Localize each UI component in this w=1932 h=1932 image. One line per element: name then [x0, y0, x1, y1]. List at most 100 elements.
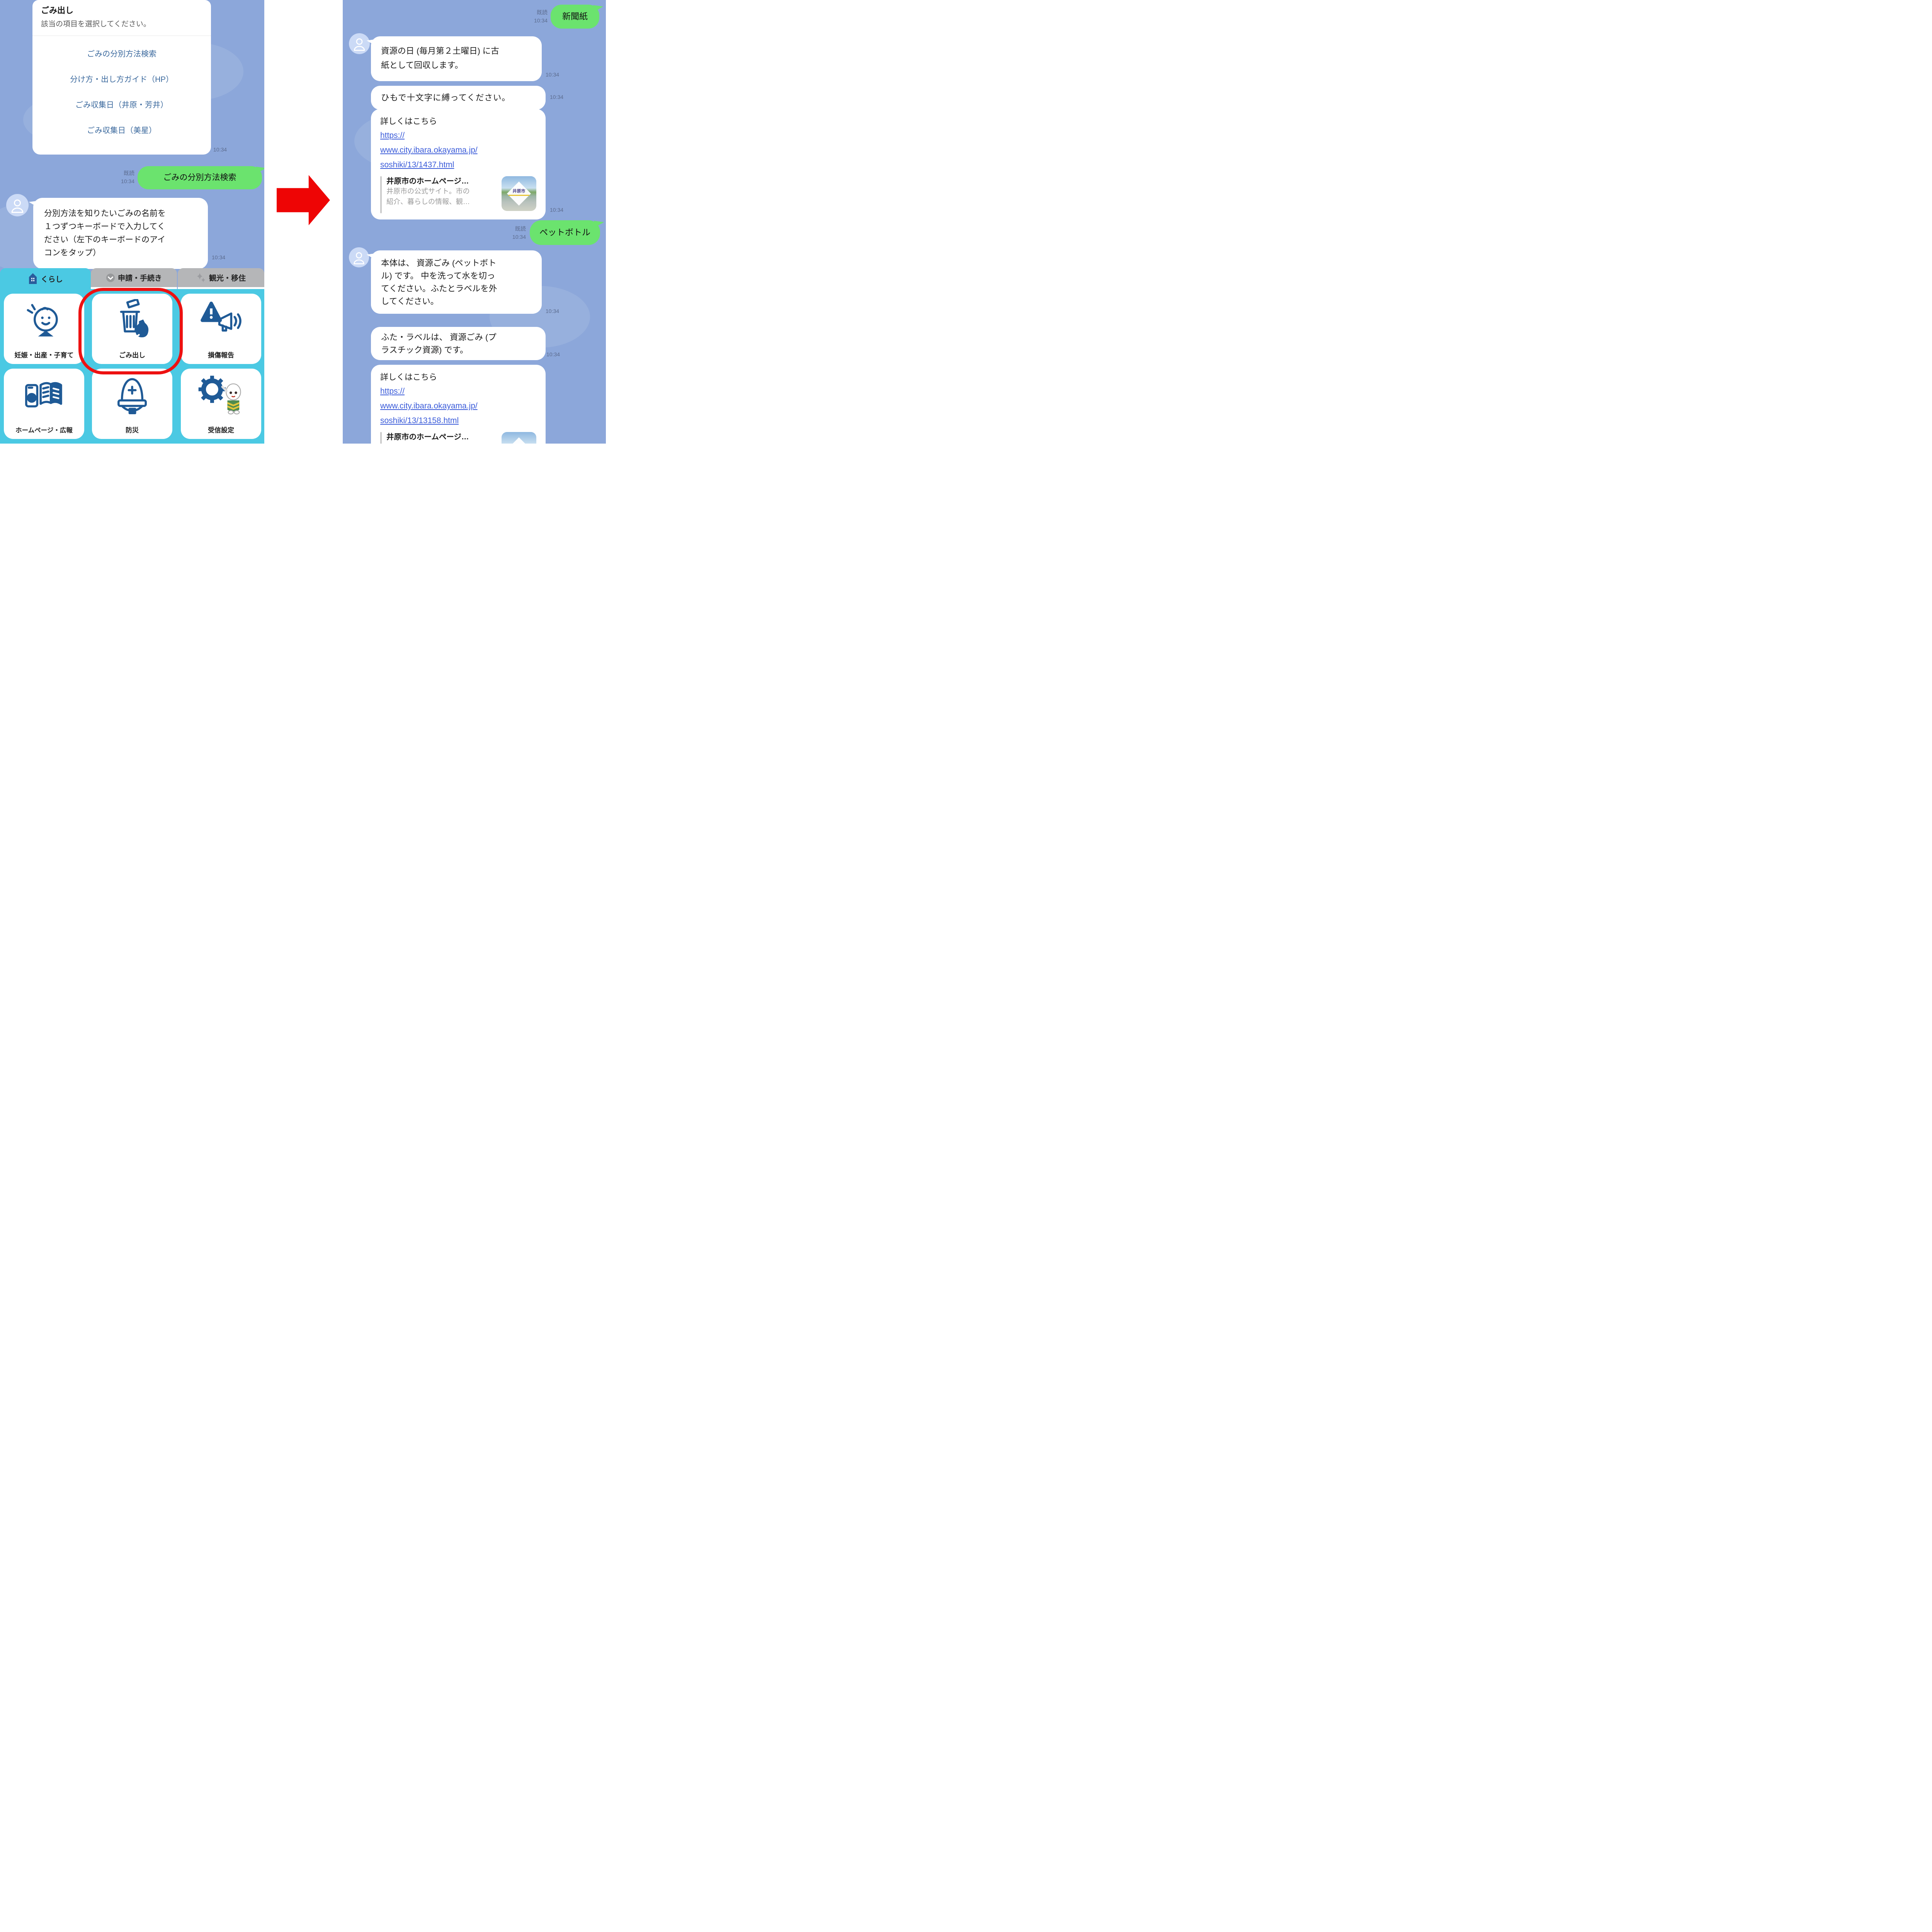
timestamp: 10:34: [550, 207, 564, 213]
thumbnail-text: 井原市: [512, 189, 526, 194]
menu-bubble-links: ごみの分別方法検索 分け方・出し方ガイド（HP） ごみ収集日（井原・芳井） ごみ…: [41, 41, 202, 143]
thumbnail-accent: [509, 195, 529, 196]
bubble-tail: [29, 201, 40, 210]
timestamp: 10:34: [121, 178, 134, 184]
baby-face-icon: [4, 299, 84, 342]
url-line[interactable]: https://: [380, 131, 405, 140]
menu-button-damage-report[interactable]: 損傷報告: [181, 294, 261, 364]
message-link[interactable]: https:// www.city.ibara.okayama.jp/ sosh…: [380, 384, 536, 428]
bot-link-bubble: 詳しくはこちら https:// www.city.ibara.okayama.…: [371, 365, 546, 444]
bubble-tail: [366, 39, 378, 48]
user-message-text: ごみの分別方法検索: [163, 173, 236, 182]
bot-message-bubble: ふた・ラベルは、 資源ごみ (プ ラスチック資源) です。: [371, 327, 546, 360]
url-line[interactable]: www.city.ibara.okayama.jp/: [380, 146, 478, 155]
menu-button-label: 受信設定: [208, 427, 234, 434]
house-icon: [29, 273, 37, 284]
timestamp: 10:34: [212, 254, 226, 260]
bot-link-bubble: 詳しくはこちら https:// www.city.ibara.okayama.…: [371, 109, 546, 219]
read-receipt: 既読 10:34: [494, 225, 526, 241]
link-intro-text: 詳しくはこちら: [380, 117, 437, 126]
url-line[interactable]: https://: [380, 387, 405, 396]
menu-button-label: 妊娠・出産・子育て: [14, 352, 74, 359]
gear-and-mascot-icon: [181, 374, 261, 417]
menu-button-gomidashi[interactable]: ごみ出し: [92, 294, 172, 364]
preview-bar: [380, 176, 382, 213]
timestamp: 10:34: [550, 94, 564, 100]
url-line[interactable]: soshiki/13/1437.html: [380, 160, 454, 169]
menu-button-jushin-settei[interactable]: 受信設定: [181, 369, 261, 439]
bot-message-line: してください。: [381, 297, 439, 306]
link-preview-thumbnail: 井原市: [502, 432, 536, 444]
safety-helmet-icon: [92, 374, 172, 417]
user-message-text: 新聞紙: [562, 12, 588, 21]
menu-button-pregnancy-childcare[interactable]: 妊娠・出産・子育て: [4, 294, 84, 364]
menu-button-homepage-koho[interactable]: ホームページ・広報: [4, 369, 84, 439]
person-icon: [354, 38, 365, 51]
person-icon: [354, 252, 364, 264]
read-label: 既読: [515, 226, 526, 232]
sparkles-icon: [197, 272, 205, 282]
tab-kanko-iju[interactable]: 観光・移住: [178, 268, 264, 289]
red-arrow-icon: [277, 175, 330, 225]
menu-bubble: ごみ出し 該当の項目を選択してください。 ごみの分別方法検索 分け方・出し方ガイ…: [32, 0, 211, 155]
tab-label: くらし: [41, 275, 63, 284]
timestamp: 10:34: [512, 234, 526, 240]
right-chat-panel: 既読 10:34 新聞紙 資源の日 (毎月第２土曜日) に古 紙として回収します…: [343, 0, 606, 444]
bot-message-line: コンをタップ）: [44, 248, 101, 257]
menu-button-label: 防災: [126, 427, 139, 434]
menu-button-label: 損傷報告: [208, 352, 234, 359]
user-message-bubble: ごみの分別方法検索: [138, 166, 264, 189]
menu-link-waste-separation-search[interactable]: ごみの分別方法検索: [87, 50, 156, 58]
menu-bubble-title: ごみ出し: [41, 6, 73, 15]
thumbnail-diamond: [507, 437, 531, 444]
preview-bar: [380, 432, 382, 444]
link-preview-title: 井原市のホームページ…: [386, 177, 469, 185]
bot-message-bubble: 資源の日 (毎月第２土曜日) に古 紙として回収します。: [366, 36, 542, 81]
highlight-ring: [78, 288, 183, 374]
bot-message-line: ル) です。 中を洗って水を切っ: [381, 271, 495, 281]
read-label: 既読: [124, 170, 134, 176]
user-message-text: ペットボトル: [539, 228, 590, 237]
message-link[interactable]: https:// www.city.ibara.okayama.jp/ sosh…: [380, 128, 536, 172]
menu-link-collection-day-ibara-yoshii[interactable]: ごみ収集日（井原・芳井）: [75, 101, 168, 109]
read-label: 既読: [537, 9, 548, 15]
link-preview-description: 井原市の公式サイト。市の: [386, 187, 470, 195]
tab-kurashi[interactable]: くらし: [0, 268, 91, 289]
tab-label: 申請・手続き: [117, 274, 162, 282]
person-icon: [11, 199, 24, 213]
link-preview-thumbnail: 井原市: [502, 176, 536, 211]
menu-button-label: ごみ出し: [119, 352, 145, 359]
menu-link-collection-day-bisei[interactable]: ごみ収集日（美星）: [87, 126, 156, 135]
link-preview[interactable]: 井原市のホームページ… 井原市: [380, 432, 536, 444]
bot-message-line: １つずつキーボードで入力してく: [44, 222, 165, 231]
menu-link-sorting-guide[interactable]: 分け方・出し方ガイド（HP）: [70, 75, 173, 84]
tab-label: 観光・移住: [209, 274, 246, 282]
link-preview-title: 井原市のホームページ…: [386, 433, 469, 441]
bot-message-line: ふた・ラベルは、 資源ごみ (プ: [381, 333, 497, 342]
bot-message-line: 紙として回収します。: [381, 61, 463, 70]
avatar[interactable]: [6, 194, 29, 216]
bot-message-line: ひもで十文字に縛ってください。: [381, 93, 510, 102]
bot-message-line: 分別方法を知りたいごみの名前を: [44, 209, 166, 218]
avatar[interactable]: [349, 33, 370, 54]
link-preview[interactable]: 井原市のホームページ… 井原市の公式サイト。市の 紹介、暮らしの情報、観… 井原…: [380, 176, 536, 213]
bot-message-line: てください。ふたとラベルを外: [381, 284, 497, 293]
bubble-tail: [366, 253, 378, 262]
menu-bubble-subtitle: 該当の項目を選択してください。: [41, 20, 151, 28]
menu-button-bosai[interactable]: 防災: [92, 369, 172, 439]
avatar[interactable]: [349, 247, 369, 267]
user-message-bubble: ペットボトル: [530, 220, 604, 245]
user-message-bubble: 新聞紙: [551, 5, 604, 29]
url-line[interactable]: soshiki/13/13158.html: [380, 416, 459, 425]
bot-message-bubble: ひもで十文字に縛ってください。: [371, 86, 546, 110]
link-intro-text: 詳しくはこちら: [380, 373, 437, 382]
tab-shinsei-tetsuzuki[interactable]: 申請・手続き: [91, 268, 177, 289]
timestamp: 10:34: [546, 308, 560, 314]
menu-button-label: ホームページ・広報: [15, 427, 73, 434]
url-line[interactable]: www.city.ibara.okayama.jp/: [380, 401, 478, 410]
bot-message-line: 本体は、 資源ごみ (ペットボト: [381, 259, 497, 268]
bot-message-bubble: 分別方法を知りたいごみの名前を １つずつキーボードで入力してく ださい（左下のキ…: [29, 198, 208, 269]
phone-and-book-icon: [4, 374, 84, 417]
read-receipt: 既読 10:34: [103, 169, 134, 185]
bot-message-line: 資源の日 (毎月第２土曜日) に古: [381, 46, 499, 56]
